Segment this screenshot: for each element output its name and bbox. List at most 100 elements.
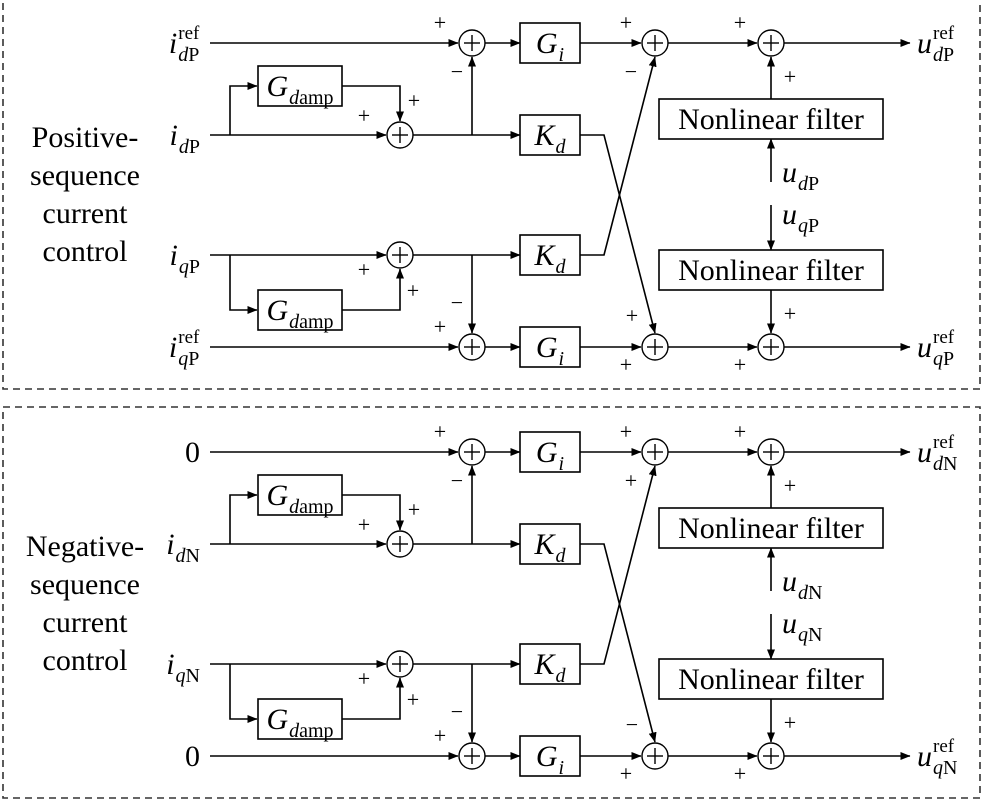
panel1-input-q-main: i — [170, 239, 178, 272]
panel2-sign-q-cross: − — [626, 712, 638, 737]
panel2-filter-d-block-label: Nonlinear filter — [678, 512, 864, 545]
svg-text:G: G — [536, 436, 558, 469]
panel1-output-d-main: u — [917, 27, 932, 60]
panel2-title-line-2: sequence — [30, 568, 140, 601]
panel2-output-d-sub: dN — [933, 453, 957, 475]
panel1-kd-d-block-label-sub: d — [556, 136, 567, 158]
panel1-sign-q-cross: + — [626, 303, 638, 328]
svg-text:i: i — [170, 239, 178, 272]
panel1-gdamp-d-block-label-sub: damp — [289, 87, 333, 109]
panel1-damp-d-in — [229, 82, 258, 135]
svg-text:0: 0 — [185, 740, 200, 773]
panel1-title-line-2: sequence — [30, 159, 140, 192]
panel2-ff-q-label-main: u — [782, 607, 797, 640]
svg-text:i: i — [166, 528, 174, 561]
panel2-sign-q-fb-minus: − — [451, 699, 463, 724]
panel2-kd-q-block-label-sub: d — [556, 665, 567, 687]
panel1-input-q-ref-sup: ref — [178, 327, 200, 348]
svg-text:G: G — [266, 294, 288, 327]
panel1-input-q-ref-main: i — [169, 331, 177, 364]
svg-text:G: G — [266, 479, 288, 512]
svg-text:G: G — [536, 331, 558, 364]
panel1-sign-d-damp-plus: + — [408, 88, 420, 113]
panel2-frame — [2, 406, 981, 799]
panel2-ff-d-label-sub: dN — [798, 582, 822, 604]
panel1-output-d-sub: dP — [933, 44, 954, 66]
panel1-sign-q-ref-plus: + — [434, 314, 446, 339]
panel2-ff-q-label-sub: qN — [798, 624, 822, 646]
panel2-title-line-1: Negative- — [26, 530, 144, 563]
panel2-sign-q-main-plus: + — [734, 761, 746, 786]
panel2-sign-d-fb-minus: − — [451, 468, 463, 493]
panel2-filter-q-block — [658, 658, 884, 700]
panel1-title-line-1: Positive- — [32, 121, 139, 154]
panel2-sign-d-damp-plus: + — [408, 497, 420, 522]
panel2-gi-d-block-label-sub: i — [559, 453, 565, 475]
panel1-input-d-ref-sub: dP — [178, 44, 199, 66]
panel1-gdamp-d-block — [257, 65, 343, 107]
panel2-gdamp-q-block — [257, 698, 343, 740]
panel2-sign-q-gi-plus: + — [620, 761, 632, 786]
panel2-input-d-ref: 0 — [185, 436, 200, 469]
panel2-output-q-sub: qN — [933, 757, 957, 779]
panel2-gdamp-q-block-label-sub: damp — [289, 720, 333, 742]
panel2-filter-q-block-label: Nonlinear filter — [678, 663, 864, 696]
panel2-damp-d-out — [342, 494, 404, 531]
panel1-output-q-sup: ref — [933, 327, 955, 348]
panel1-input-q-sub: qP — [179, 256, 200, 278]
panel2-ff-d-label-main: u — [782, 565, 797, 598]
panel2-gi-q-block-label-main: G — [536, 740, 558, 773]
svg-text:G: G — [536, 27, 558, 60]
panel2-output-q-main: u — [917, 740, 932, 773]
panel1-sign-q-ff-plus: + — [784, 301, 796, 326]
panel2-kd-d-cross — [580, 543, 657, 743]
panel2-kd-q-cross — [580, 465, 657, 665]
panel1-kd-q-block — [519, 234, 581, 276]
panel2-title-line-3: current — [43, 606, 129, 639]
panel1-sign-q-main-plus: + — [734, 352, 746, 377]
svg-text:K: K — [533, 239, 556, 272]
panel1-sign-q-meas-plus: + — [358, 257, 370, 282]
panel2-kd-q-block-label-main: K — [533, 648, 556, 681]
panel2-damp-q-out — [342, 677, 404, 720]
panel2-sign-d-ref-plus: + — [434, 419, 446, 444]
panel2-sign-d-ff-plus: + — [784, 473, 796, 498]
panel2-gdamp-d-block-label-sub: damp — [289, 496, 333, 518]
panel1-filter-q-block-label: Nonlinear filter — [678, 254, 864, 287]
panel1-ff-q-label-sub: qP — [798, 215, 819, 237]
panel2-gdamp-d-block-label-main: G — [266, 479, 288, 512]
panel2-input-d-main: i — [166, 528, 174, 561]
svg-text:i: i — [166, 648, 174, 681]
panel1-frame — [2, 0, 981, 390]
panel2-damp-d-in — [229, 491, 258, 544]
panel2-output-d-sup: ref — [933, 432, 955, 453]
svg-text:0: 0 — [185, 436, 200, 469]
panel2-filter-d-block — [658, 507, 884, 549]
panel1-sign-q-gi-plus: + — [620, 352, 632, 377]
panel1-gdamp-q-block-label-main: G — [266, 294, 288, 327]
panel2-gdamp-q-block-label-main: G — [266, 703, 288, 736]
panel1-damp-q-out — [342, 268, 404, 311]
panel1-kd-q-block-label-main: K — [533, 239, 556, 272]
svg-text:i: i — [170, 119, 178, 152]
panel2-sign-q-meas-plus: + — [358, 666, 370, 691]
panel2-input-d-ref-main: 0 — [185, 436, 200, 469]
svg-text:i: i — [169, 27, 177, 60]
panel2-input-d-sub: dN — [176, 545, 200, 567]
panel1-title-line-4: control — [43, 235, 128, 268]
panel1-gdamp-d-block-label-main: G — [266, 70, 288, 103]
panel1-input-q-ref-sub: qP — [178, 348, 199, 370]
